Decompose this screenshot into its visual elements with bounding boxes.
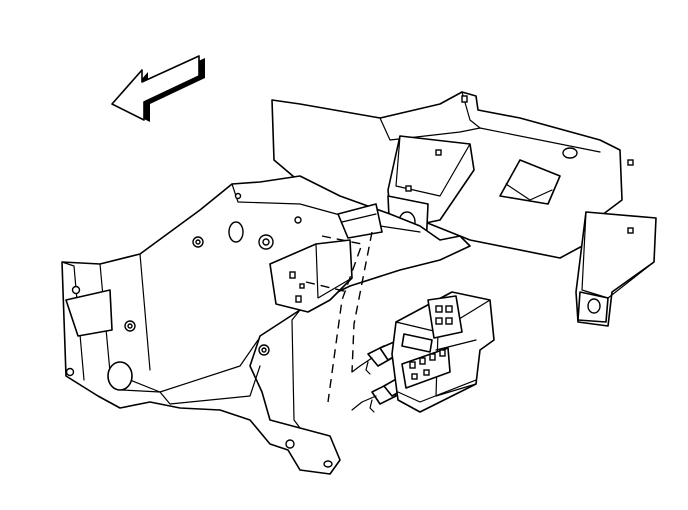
sensor-bracket (269, 203, 383, 313)
direction-arrow-icon (111, 55, 205, 122)
leader-lines (305, 231, 373, 403)
control-module (391, 291, 495, 413)
rear-mount-bracket (461, 95, 657, 327)
